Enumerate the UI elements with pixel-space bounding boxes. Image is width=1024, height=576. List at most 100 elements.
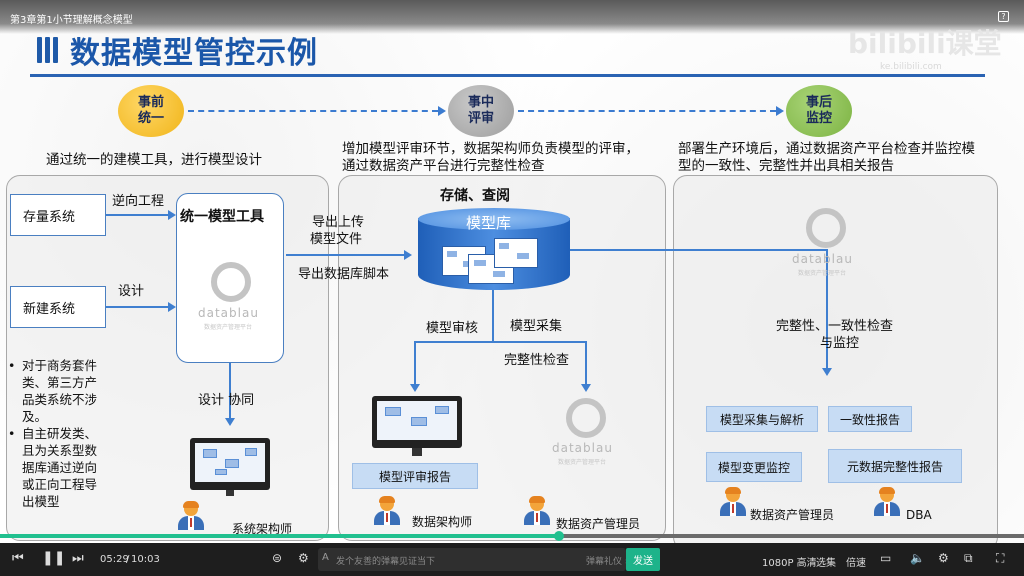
arrow-review-v	[414, 341, 416, 385]
review-report-box: 模型评审报告	[352, 463, 478, 489]
datablau-logo-icon	[211, 262, 251, 302]
arrow-after-down	[826, 249, 828, 369]
report-box-metadata-completeness: 元数据完整性报告	[828, 449, 962, 483]
unified-model-tool-title: 统一模型工具	[180, 209, 264, 225]
dba-person-icon	[874, 487, 900, 516]
right-asset-manager-label: 数据资产管理员	[750, 508, 835, 522]
model-review-label: 模型审核	[426, 321, 479, 336]
logo-text: datablau	[552, 441, 613, 455]
desc-during-2: 通过数据资产平台进行完整性检查	[342, 158, 545, 174]
model-collect-label: 模型采集	[510, 319, 563, 334]
report-box-change-monitor: 模型变更监控	[706, 452, 802, 482]
export-upload-line2: 模型文件	[310, 232, 363, 247]
volume-icon[interactable]: 🔈	[910, 551, 925, 565]
arrow-collect-head	[581, 384, 591, 392]
time-current: 05:29	[100, 554, 129, 565]
timeline-arrow-1	[438, 106, 446, 116]
course-title: 第3章第1小节理解概念模型	[10, 15, 133, 26]
player-control-bar: ⏮ ❚❚ ⏭ 05:29 / 10:03 ⊜ ⚙ A 发个友善的弹幕见证当下 弹…	[0, 543, 1024, 576]
report-box-collect: 模型采集与解析	[706, 406, 818, 432]
danmu-placeholder: 发个友善的弹幕见证当下	[336, 557, 436, 567]
subtitle-off-icon[interactable]: ▭	[880, 551, 892, 565]
system-architect-label: 系统架构师	[232, 522, 293, 536]
quality-selector[interactable]: 1080P 高清	[762, 558, 817, 569]
pause-icon[interactable]: ❚❚	[42, 550, 66, 566]
font-style-icon[interactable]: A	[322, 552, 329, 563]
desc-after-2: 型的一致性、完整性并出具相关报告	[678, 158, 894, 174]
dba-label: DBA	[906, 508, 932, 522]
report-box-consistency: 一致性报告	[828, 406, 912, 432]
design-label: 设计	[118, 284, 145, 299]
picture-in-picture-icon[interactable]: ⧉	[964, 551, 973, 565]
arrow-repo-to-after	[570, 249, 827, 251]
danmu-settings-icon[interactable]: ⚙	[298, 551, 309, 565]
check-monitor-line1: 完整性、一致性检查	[776, 319, 894, 334]
arrow-upload-head	[404, 250, 412, 260]
monitor-icon	[190, 438, 270, 490]
slide-title: 数据模型管控示例	[70, 36, 318, 71]
model-repo-label: 模型库	[466, 214, 512, 232]
phase-during-circle: 事中评审	[448, 85, 514, 137]
check-monitor-line2: 与监控	[820, 336, 860, 351]
time-separator: /	[126, 554, 130, 565]
store-query-label: 存储、查阅	[440, 188, 510, 204]
arrow-after-head	[822, 368, 832, 376]
model-doc-icon	[494, 238, 538, 268]
arrow-repo-down	[492, 290, 494, 342]
episode-selector[interactable]: 选集	[816, 558, 836, 569]
logo-text: datablau	[792, 252, 853, 266]
progress-knob[interactable]	[554, 531, 565, 541]
existing-system-box: 存量系统	[10, 194, 106, 236]
arrow-reverse-head	[168, 210, 176, 220]
desc-after-1: 部署生产环境后，通过数据资产平台检查并监控模	[678, 141, 975, 157]
phase-after-circle: 事后监控	[786, 85, 852, 137]
help-icon[interactable]: ?	[998, 11, 1009, 22]
logo-sub: 数据资产管理平台	[204, 324, 253, 331]
arrow-upload	[286, 254, 406, 256]
speed-selector[interactable]: 倍速	[846, 558, 866, 569]
export-upload-line1: 导出上传	[312, 215, 365, 230]
timeline-dash-2	[518, 110, 776, 112]
settings-icon[interactable]: ⚙	[938, 551, 949, 565]
completeness-check-label: 完整性检查	[504, 353, 570, 368]
datablau-logo-icon	[806, 208, 846, 248]
danmu-display-icon[interactable]: ⊜	[272, 551, 283, 565]
design-collab-label: 设计 协同	[198, 393, 255, 408]
title-bars-icon	[37, 37, 59, 63]
danmu-etiquette-link[interactable]: 弹幕礼仪 ›	[586, 557, 629, 567]
next-icon[interactable]: ⏭	[72, 551, 84, 566]
bilibili-watermark-logo: bilibili课堂	[848, 27, 1002, 60]
phase-before-circle: 事前统一	[118, 85, 184, 137]
asset-manager-label: 数据资产管理员	[556, 517, 641, 531]
timeline-arrow-2	[776, 106, 784, 116]
review-monitor-icon	[372, 396, 462, 448]
fullscreen-icon[interactable]: ⛶	[996, 551, 1005, 565]
desc-during-1: 增加模型评审环节，数据架构师负责模型的评审，	[342, 141, 639, 157]
architect-person-icon	[178, 501, 204, 530]
logo-sub: 数据资产管理平台	[558, 459, 607, 466]
arrow-collect-v	[585, 341, 587, 385]
logo-sub: 数据资产管理平台	[798, 270, 847, 277]
send-button[interactable]: 发送	[626, 548, 660, 571]
datablau-logo-icon	[566, 398, 606, 438]
time-total: 10:03	[131, 554, 160, 565]
export-db-script-label: 导出数据库脚本	[298, 267, 390, 282]
previous-icon[interactable]: ⏮	[12, 551, 24, 566]
timeline-dash-1	[188, 110, 438, 112]
arrow-review-head	[410, 384, 420, 392]
arrow-design-head	[168, 302, 176, 312]
logo-text: datablau	[198, 306, 259, 320]
arrow-design	[106, 306, 170, 308]
danmu-input[interactable]	[318, 548, 626, 571]
video-top-overlay	[0, 0, 1024, 34]
arrow-collab	[229, 363, 231, 419]
asset-manager-person-icon	[720, 487, 746, 516]
video-progress-bar[interactable]	[0, 531, 1024, 541]
arrow-review-h	[414, 341, 493, 343]
arrow-reverse	[106, 214, 170, 216]
slide: 数据模型管控示例 事前统一 事中评审 事后监控 通过统一的建模工具，进行模型设计…	[0, 0, 1024, 543]
reverse-engineering-label: 逆向工程	[112, 194, 165, 209]
